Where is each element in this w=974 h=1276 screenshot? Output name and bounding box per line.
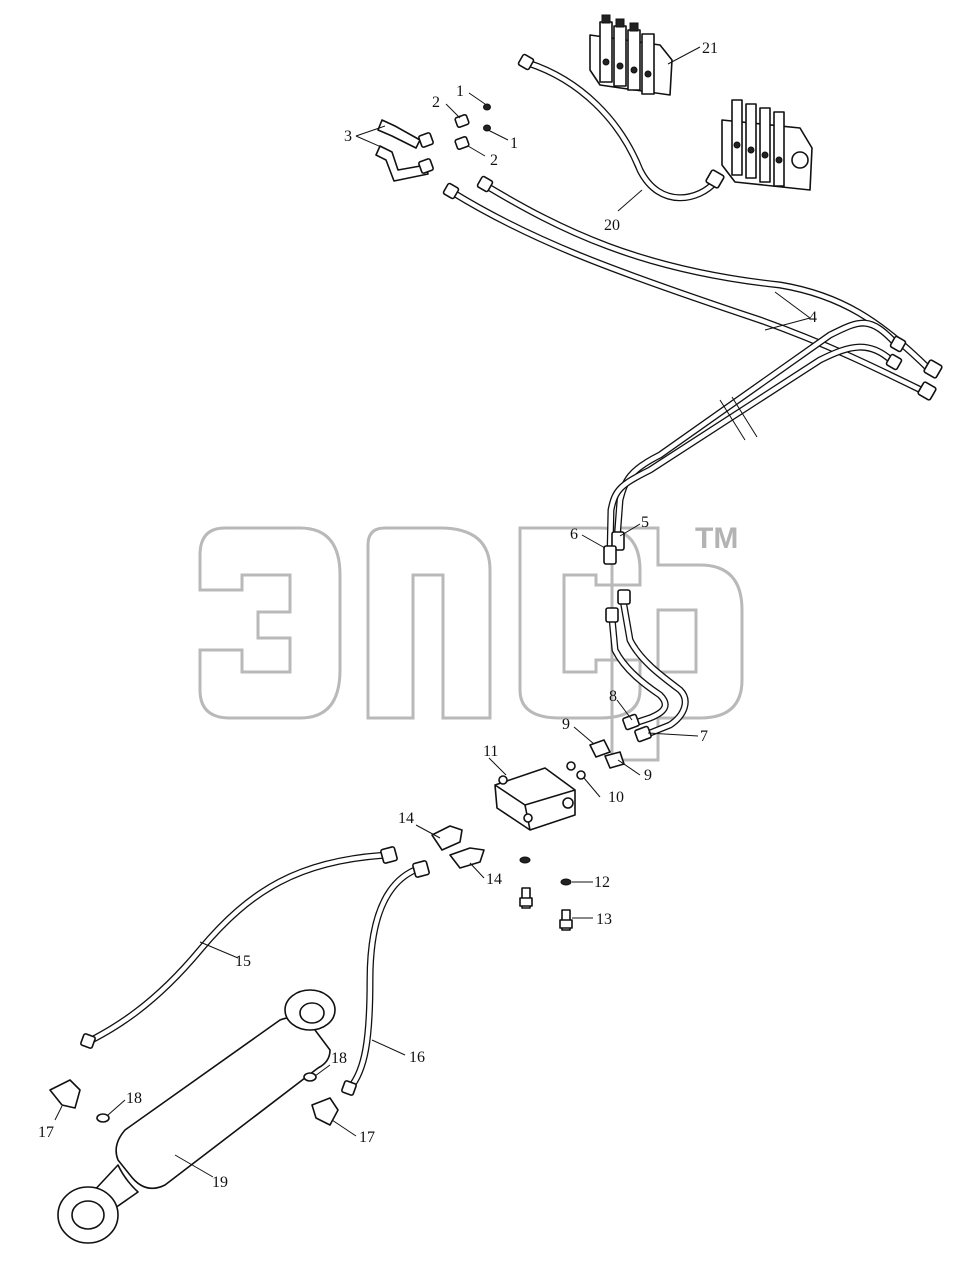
manifold-block-11: [380, 739, 625, 931]
pipe-4-lower: [448, 188, 929, 396]
oring-1a: [483, 103, 491, 111]
fitting-9b: [604, 751, 625, 769]
fitting-14a: [431, 825, 463, 851]
callout-7: 7: [700, 728, 708, 745]
valve-block-right: [721, 99, 813, 191]
callout-11: 11: [483, 743, 498, 760]
adapter-2a: [454, 114, 470, 128]
break-mark: [719, 396, 758, 441]
callout-19: 19: [212, 1174, 228, 1191]
hydraulic-cylinder-19: [49, 989, 357, 1244]
callout-1a: 1: [456, 83, 464, 100]
fitting-9a: [589, 739, 611, 758]
callout-18a: 18: [126, 1090, 142, 1107]
callout-5: 5: [641, 514, 649, 531]
pipe-end-fittings: [603, 335, 943, 743]
control-valve-21: [589, 14, 673, 96]
callout-14b: 14: [486, 871, 502, 888]
callout-15: 15: [235, 953, 251, 970]
callout-2b: 2: [490, 152, 498, 169]
callout-20: 20: [604, 217, 620, 234]
callout-17a: 17: [38, 1124, 54, 1141]
callout-1b: 1: [510, 135, 518, 152]
callout-18b: 18: [331, 1050, 347, 1067]
callout-6: 6: [570, 526, 578, 543]
callout-9b: 9: [644, 767, 652, 784]
callout-10: 10: [608, 789, 624, 806]
fitting-14b: [449, 847, 485, 869]
callout-9a: 9: [562, 716, 570, 733]
watermark-tm: TM: [695, 522, 738, 555]
callout-17b: 17: [359, 1129, 375, 1146]
callout-2a: 2: [432, 94, 440, 111]
fittings-top: [375, 53, 725, 200]
callout-12: 12: [594, 874, 610, 891]
callout-21: 21: [702, 40, 718, 57]
adapter-2b: [454, 136, 470, 150]
elbow-3a: [377, 119, 421, 149]
leader-lines: [54, 46, 811, 1178]
elbow-17b: [311, 1097, 339, 1126]
callouts: 1 1 2 2 3 4 5 6 7 8 9 9 10 11 12 13 14 1…: [38, 40, 817, 1191]
elbow-17a: [49, 1079, 81, 1109]
callout-8: 8: [609, 688, 617, 705]
callout-13: 13: [596, 911, 612, 928]
oring-1b: [483, 124, 491, 132]
callout-16: 16: [409, 1049, 425, 1066]
fitting-6: [603, 545, 617, 565]
callout-14a: 14: [398, 810, 414, 827]
hoses: [84, 59, 936, 1092]
callout-4: 4: [809, 309, 817, 326]
pipe-6: [606, 343, 897, 559]
callout-3: 3: [344, 128, 352, 145]
elbow-3b: [375, 145, 429, 182]
watermark-logo: TM: [198, 522, 744, 762]
